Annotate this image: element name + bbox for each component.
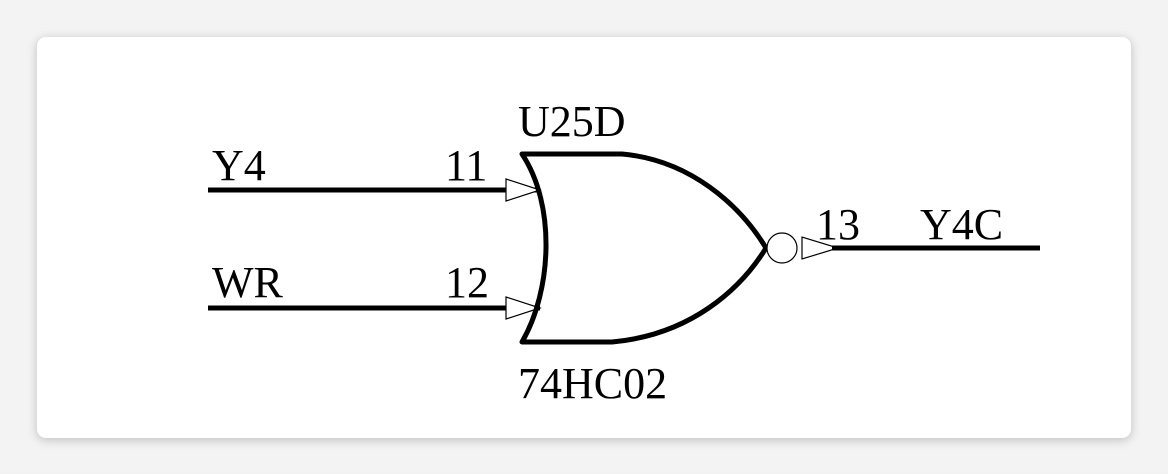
nor-gate-body[interactable] bbox=[519, 151, 769, 345]
net-label-output: Y4C bbox=[920, 200, 1003, 249]
inversion-bubble bbox=[766, 232, 798, 264]
pin-arrow-input-b bbox=[505, 296, 542, 320]
net-label-input-a: Y4 bbox=[212, 141, 266, 190]
pin-arrow-output bbox=[801, 236, 841, 260]
pin-number-input-a: 11 bbox=[445, 141, 487, 190]
pin-number-input-b: 12 bbox=[445, 258, 489, 307]
net-label-input-b: WR bbox=[212, 258, 284, 307]
pin-number-output: 13 bbox=[816, 200, 860, 249]
part-number-label: 74HC02 bbox=[518, 359, 667, 408]
pin-arrow-input-a bbox=[505, 178, 542, 202]
schematic-frame bbox=[37, 37, 1131, 438]
ref-designator-label: U25D bbox=[518, 97, 626, 146]
